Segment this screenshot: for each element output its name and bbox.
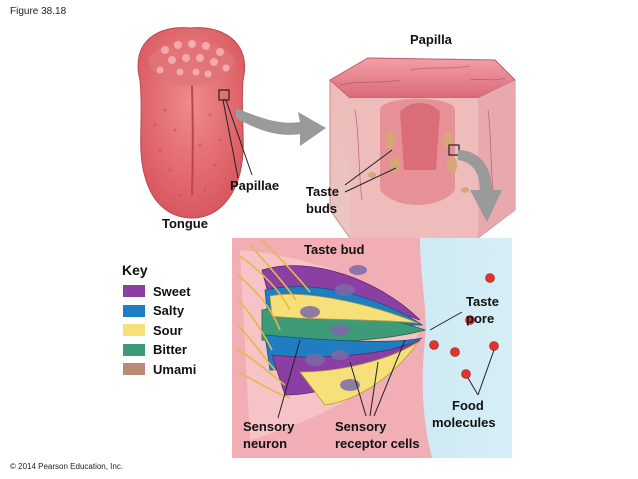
key-swatch xyxy=(123,363,145,375)
key-label: Salty xyxy=(153,303,184,318)
key-item-umami: Umami xyxy=(123,361,196,377)
arrow-right xyxy=(236,108,326,146)
label-taste-buds-line1: Taste xyxy=(306,184,339,200)
key-label: Sour xyxy=(153,323,183,338)
label-taste-bud: Taste bud xyxy=(304,242,364,258)
key-item-sour: Sour xyxy=(123,322,183,338)
key-label: Sweet xyxy=(153,284,191,299)
key-swatch xyxy=(123,285,145,297)
key-label: Umami xyxy=(153,362,196,377)
figure-label: Figure 38.18 xyxy=(10,6,66,17)
label-sensory-receptor-line2: receptor cells xyxy=(335,436,420,452)
key-swatch xyxy=(123,344,145,356)
label-food-molecules-line1: Food xyxy=(452,398,484,414)
label-taste-pore-line1: Taste xyxy=(466,294,499,310)
key-item-bitter: Bitter xyxy=(123,342,187,358)
label-taste-pore-line2: pore xyxy=(466,311,494,327)
label-food-molecules-line2: molecules xyxy=(432,415,496,431)
label-sensory-neuron-line1: Sensory xyxy=(243,419,294,435)
key-item-salty: Salty xyxy=(123,303,184,319)
label-tongue: Tongue xyxy=(162,216,208,232)
key-swatch xyxy=(123,305,145,317)
label-taste-buds-line2: buds xyxy=(306,201,337,217)
key-item-sweet: Sweet xyxy=(123,283,191,299)
label-sensory-neuron-line2: neuron xyxy=(243,436,287,452)
key-label: Bitter xyxy=(153,342,187,357)
label-papilla: Papilla xyxy=(410,32,452,48)
label-papillae: Papillae xyxy=(230,178,279,194)
label-sensory-receptor-line1: Sensory xyxy=(335,419,386,435)
copyright: © 2014 Pearson Education, Inc. xyxy=(10,462,123,471)
key-swatch xyxy=(123,324,145,336)
key-title: Key xyxy=(122,262,148,278)
